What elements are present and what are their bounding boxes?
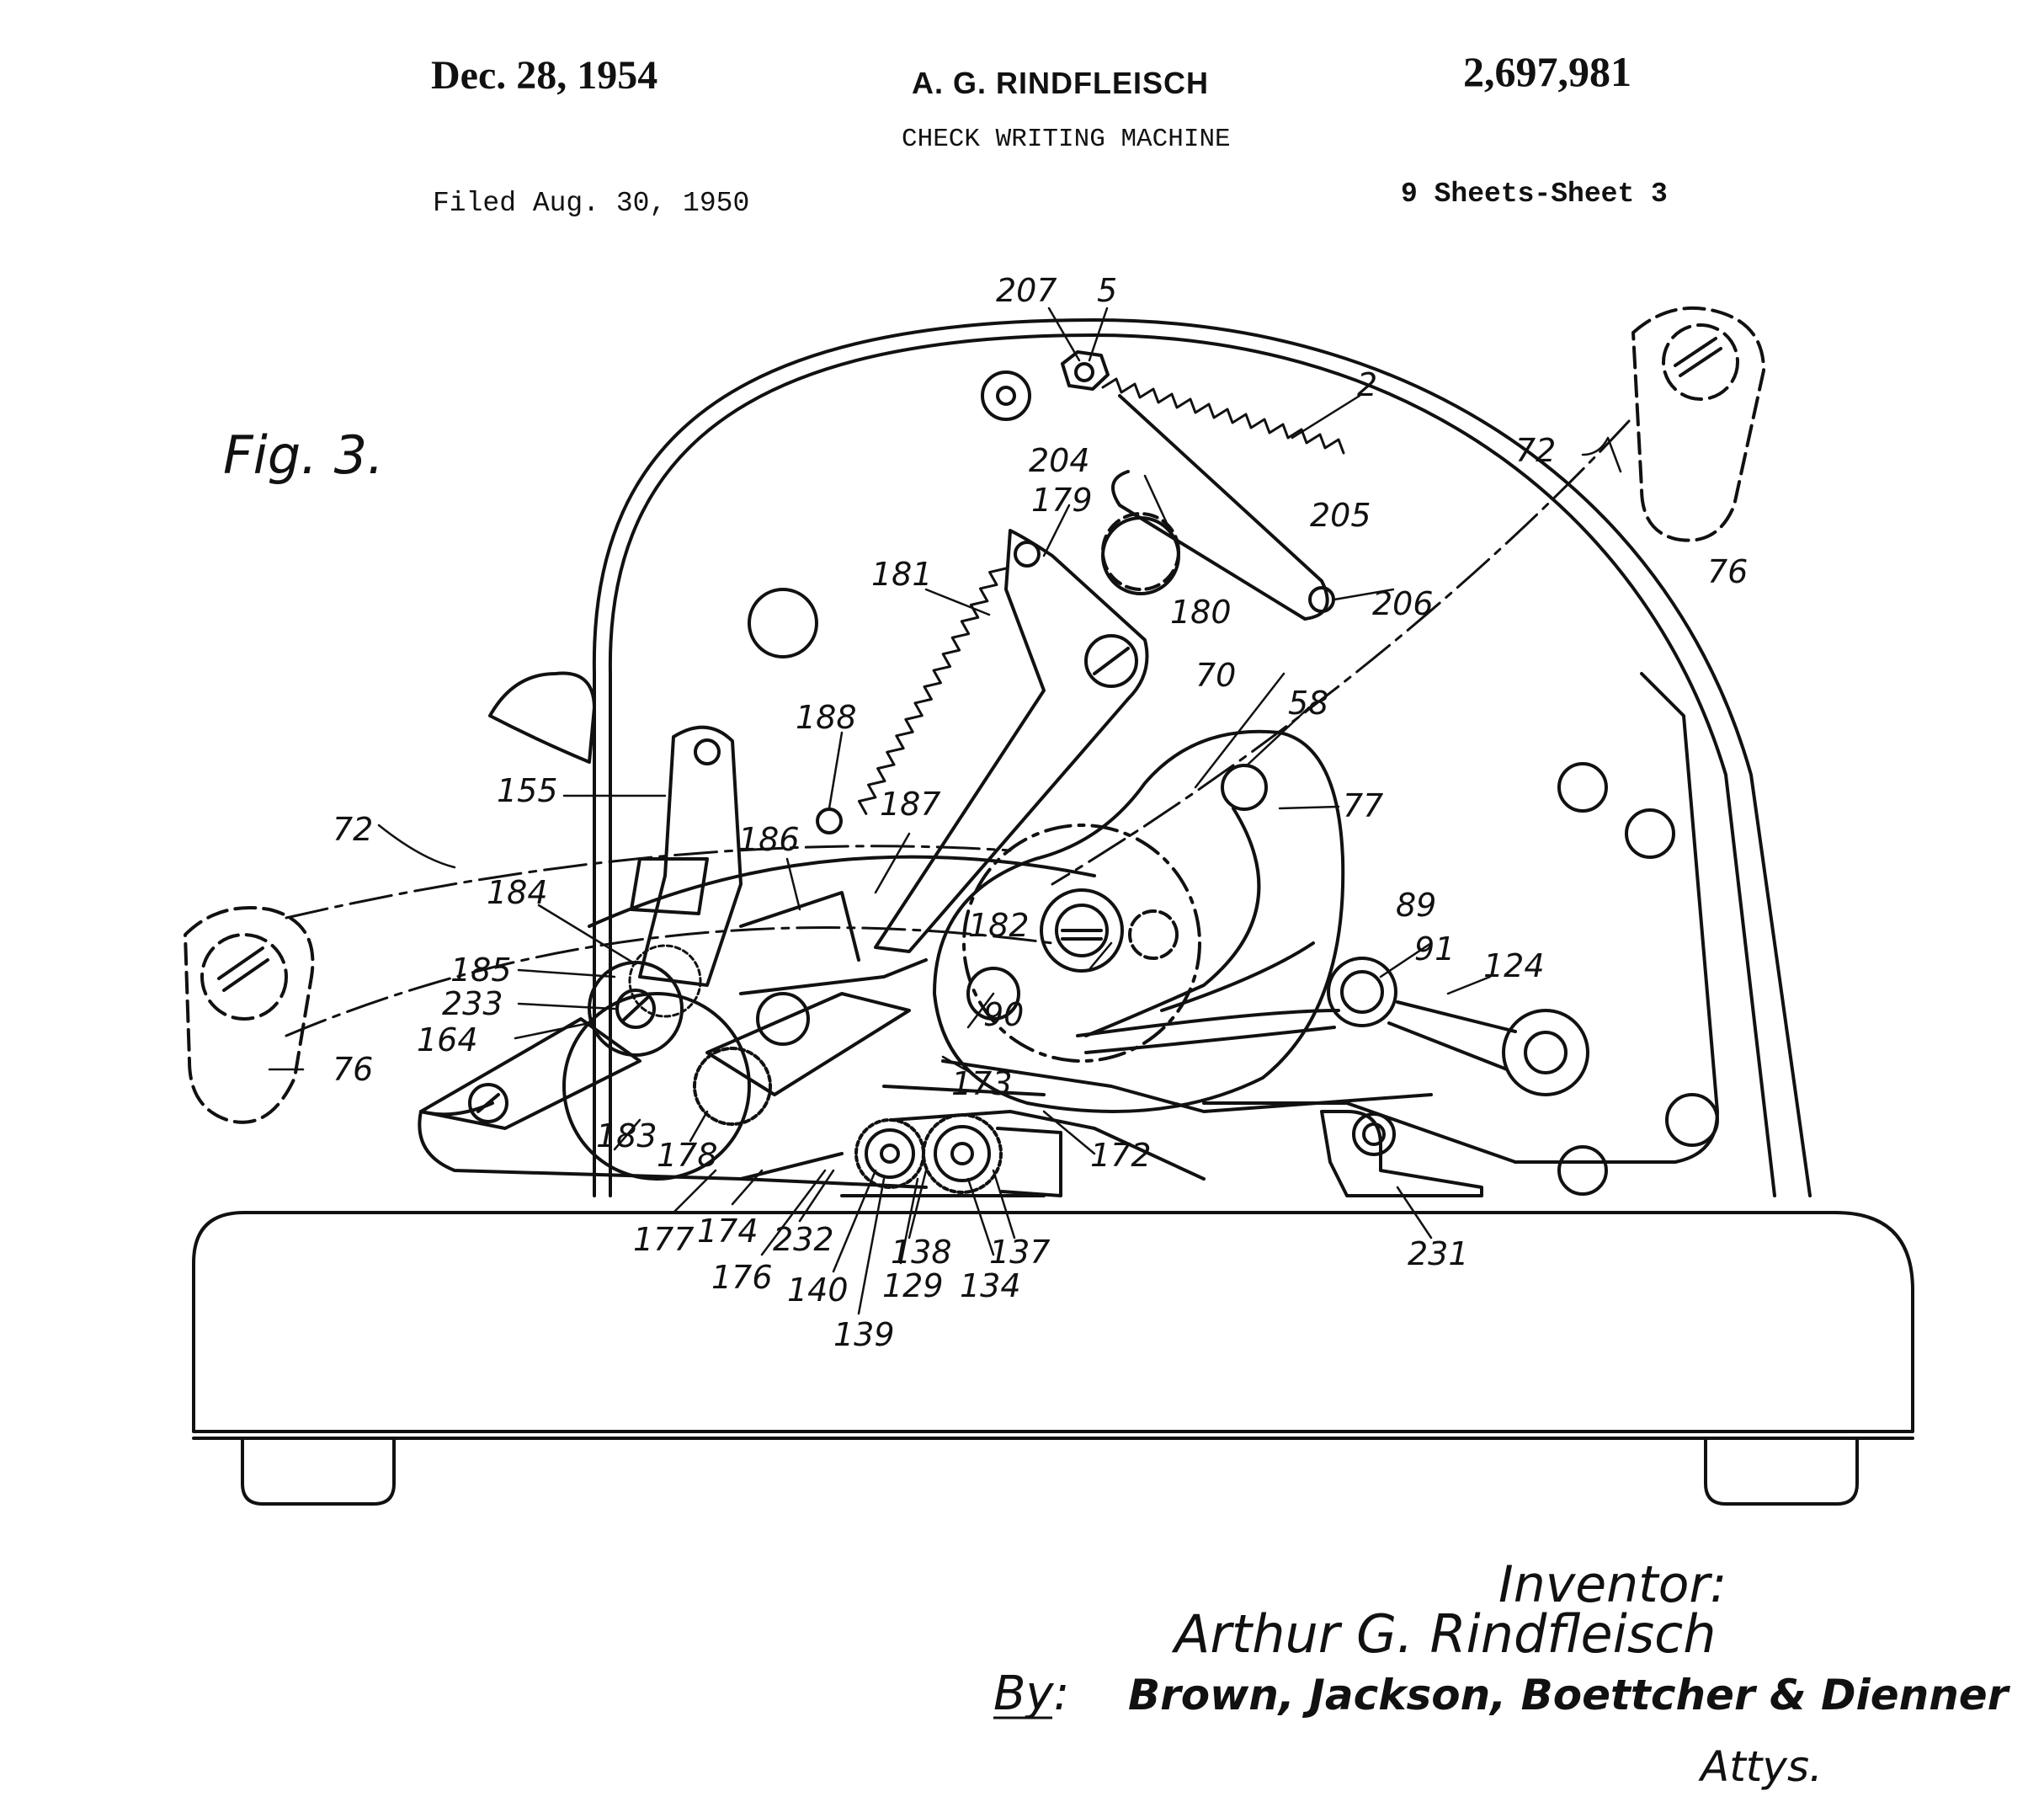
patent-title: CHECK WRITING MACHINE xyxy=(902,125,1231,154)
inventor-signature: Arthur G. Rindfleisch xyxy=(1171,1603,1717,1665)
ref-76-upper: 76 xyxy=(1707,553,1748,590)
bracket-231 xyxy=(1320,1110,1483,1197)
figure-label: Fig. 3. xyxy=(223,424,384,486)
ref-179: 179 xyxy=(1031,482,1093,519)
link-124 xyxy=(1076,957,1589,1096)
inventor-name-header: A. G. RINDFLEISCH xyxy=(912,66,1210,100)
ref-205: 205 xyxy=(1310,497,1371,534)
ref-177: 177 xyxy=(633,1221,695,1258)
ref-138: 138 xyxy=(891,1234,952,1271)
ref-181: 181 xyxy=(871,556,933,593)
handle-phantom-upper xyxy=(1631,306,1765,542)
signature-block: Inventor: Arthur G. Rindfleisch By: Brow… xyxy=(993,1555,2011,1791)
ref-129: 129 xyxy=(882,1267,944,1304)
ref-70: 70 xyxy=(1195,657,1236,694)
ref-231: 231 xyxy=(1408,1235,1469,1272)
ref-140: 140 xyxy=(787,1272,849,1309)
ref-206: 206 xyxy=(1372,585,1434,622)
ref-184: 184 xyxy=(487,874,548,911)
ref-77: 77 xyxy=(1343,787,1383,824)
ref-188: 188 xyxy=(796,699,857,736)
ref-186: 186 xyxy=(738,821,800,858)
ref-72-lower: 72 xyxy=(333,811,373,848)
ref-124: 124 xyxy=(1483,947,1545,984)
spring-205-assembly xyxy=(1061,350,1345,621)
machine-base xyxy=(192,1211,1914,1506)
mounting-bosses xyxy=(748,371,1719,1196)
main-cam-70 xyxy=(933,729,1345,1113)
ref-176: 176 xyxy=(711,1259,773,1296)
ref-72-upper: 72 xyxy=(1515,432,1556,469)
ref-204: 204 xyxy=(1029,442,1090,479)
ref-232: 232 xyxy=(773,1221,834,1258)
ref-187: 187 xyxy=(880,786,941,823)
by-label: By: xyxy=(993,1666,1069,1721)
ref-183: 183 xyxy=(596,1117,657,1154)
ref-155: 155 xyxy=(497,772,558,809)
reference-numerals: 207 5 2 72 76 204 179 205 206 181 180 70… xyxy=(333,272,1748,1353)
ref-89: 89 xyxy=(1396,887,1436,924)
release-key xyxy=(488,671,596,764)
ref-178: 178 xyxy=(657,1137,718,1174)
ref-90: 90 xyxy=(983,996,1024,1033)
ref-58: 58 xyxy=(1288,685,1328,722)
ref-174: 174 xyxy=(697,1213,759,1250)
ref-233: 233 xyxy=(442,985,503,1022)
attys-label: Attys. xyxy=(1698,1742,1823,1791)
ref-185: 185 xyxy=(450,952,512,989)
ref-76-lower: 76 xyxy=(333,1051,373,1088)
ref-137: 137 xyxy=(989,1234,1051,1271)
ref-2: 2 xyxy=(1357,366,1377,403)
attorneys-signature: Brown, Jackson, Boettcher & Dienner xyxy=(1128,1671,2011,1719)
sheet-count: 9 Sheets-Sheet 3 xyxy=(1401,179,1668,210)
ref-172: 172 xyxy=(1090,1137,1152,1174)
patent-number: 2,697,981 xyxy=(1463,48,1631,95)
left-gear-train xyxy=(418,891,928,1181)
ref-5: 5 xyxy=(1097,272,1117,309)
ref-173: 173 xyxy=(951,1065,1013,1102)
ref-139: 139 xyxy=(833,1316,895,1353)
handle-phantom-lower xyxy=(184,906,315,1124)
patent-date: Dec. 28, 1954 xyxy=(431,53,658,98)
lever-155 xyxy=(630,725,743,987)
inventor-heading: Inventor: xyxy=(1498,1555,1727,1614)
ref-164: 164 xyxy=(417,1021,478,1058)
ref-207: 207 xyxy=(996,272,1057,309)
ref-134: 134 xyxy=(960,1267,1021,1304)
lever-180 xyxy=(816,529,1149,953)
ref-180: 180 xyxy=(1170,594,1232,631)
filed-date: Filed Aug. 30, 1950 xyxy=(433,188,750,219)
leader-lines xyxy=(268,307,1622,1315)
ref-182: 182 xyxy=(968,907,1030,944)
housing-frame xyxy=(592,318,1812,1197)
ref-91: 91 xyxy=(1414,930,1455,968)
